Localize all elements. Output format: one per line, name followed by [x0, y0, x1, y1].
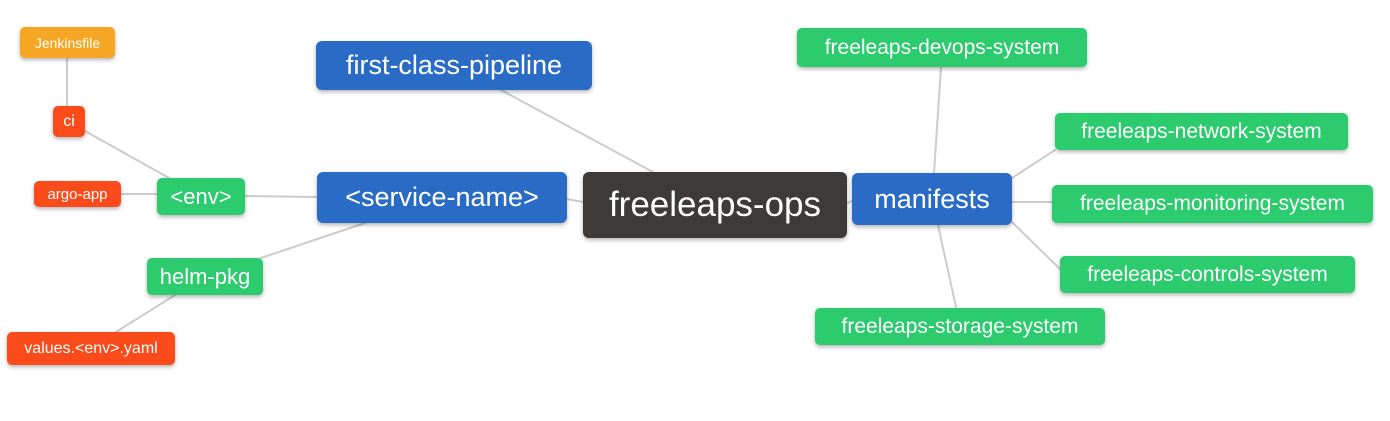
- edge-manifests-controls-system: [1011, 221, 1063, 272]
- node-freeleaps-controls-system[interactable]: freeleaps-controls-system: [1060, 256, 1355, 293]
- edge-service-name-root: [566, 198, 584, 203]
- node-first-class-pipeline[interactable]: first-class-pipeline: [316, 41, 592, 90]
- node-freeleaps-ops-root[interactable]: freeleaps-ops: [583, 172, 847, 238]
- edge-env-service-name: [244, 195, 318, 198]
- node-freeleaps-monitoring-system[interactable]: freeleaps-monitoring-system: [1052, 185, 1373, 223]
- node-ci[interactable]: ci: [53, 106, 85, 137]
- edge-manifests-network-system: [1011, 149, 1056, 179]
- node-jenkinsfile[interactable]: Jenkinsfile: [20, 27, 115, 58]
- node-values-env-yaml[interactable]: values.<env>.yaml: [7, 332, 175, 365]
- edge-root-manifests: [846, 200, 853, 204]
- edge-helm-pkg-service-name: [260, 222, 366, 259]
- node-env[interactable]: <env>: [157, 178, 245, 215]
- node-argo-app[interactable]: argo-app: [34, 181, 121, 207]
- edge-ci-env: [84, 130, 170, 179]
- edge-manifests-storage-system: [937, 224, 957, 308]
- edge-first-class-pipeline-root: [500, 89, 654, 173]
- edge-manifests-devops-system: [933, 66, 942, 174]
- edge-values-helm-pkg: [115, 294, 176, 333]
- node-manifests[interactable]: manifests: [852, 173, 1012, 225]
- node-freeleaps-network-system[interactable]: freeleaps-network-system: [1055, 113, 1348, 150]
- node-freeleaps-storage-system[interactable]: freeleaps-storage-system: [815, 308, 1105, 345]
- node-helm-pkg[interactable]: helm-pkg: [147, 258, 263, 295]
- node-freeleaps-devops-system[interactable]: freeleaps-devops-system: [797, 28, 1087, 67]
- node-service-name[interactable]: <service-name>: [317, 172, 567, 223]
